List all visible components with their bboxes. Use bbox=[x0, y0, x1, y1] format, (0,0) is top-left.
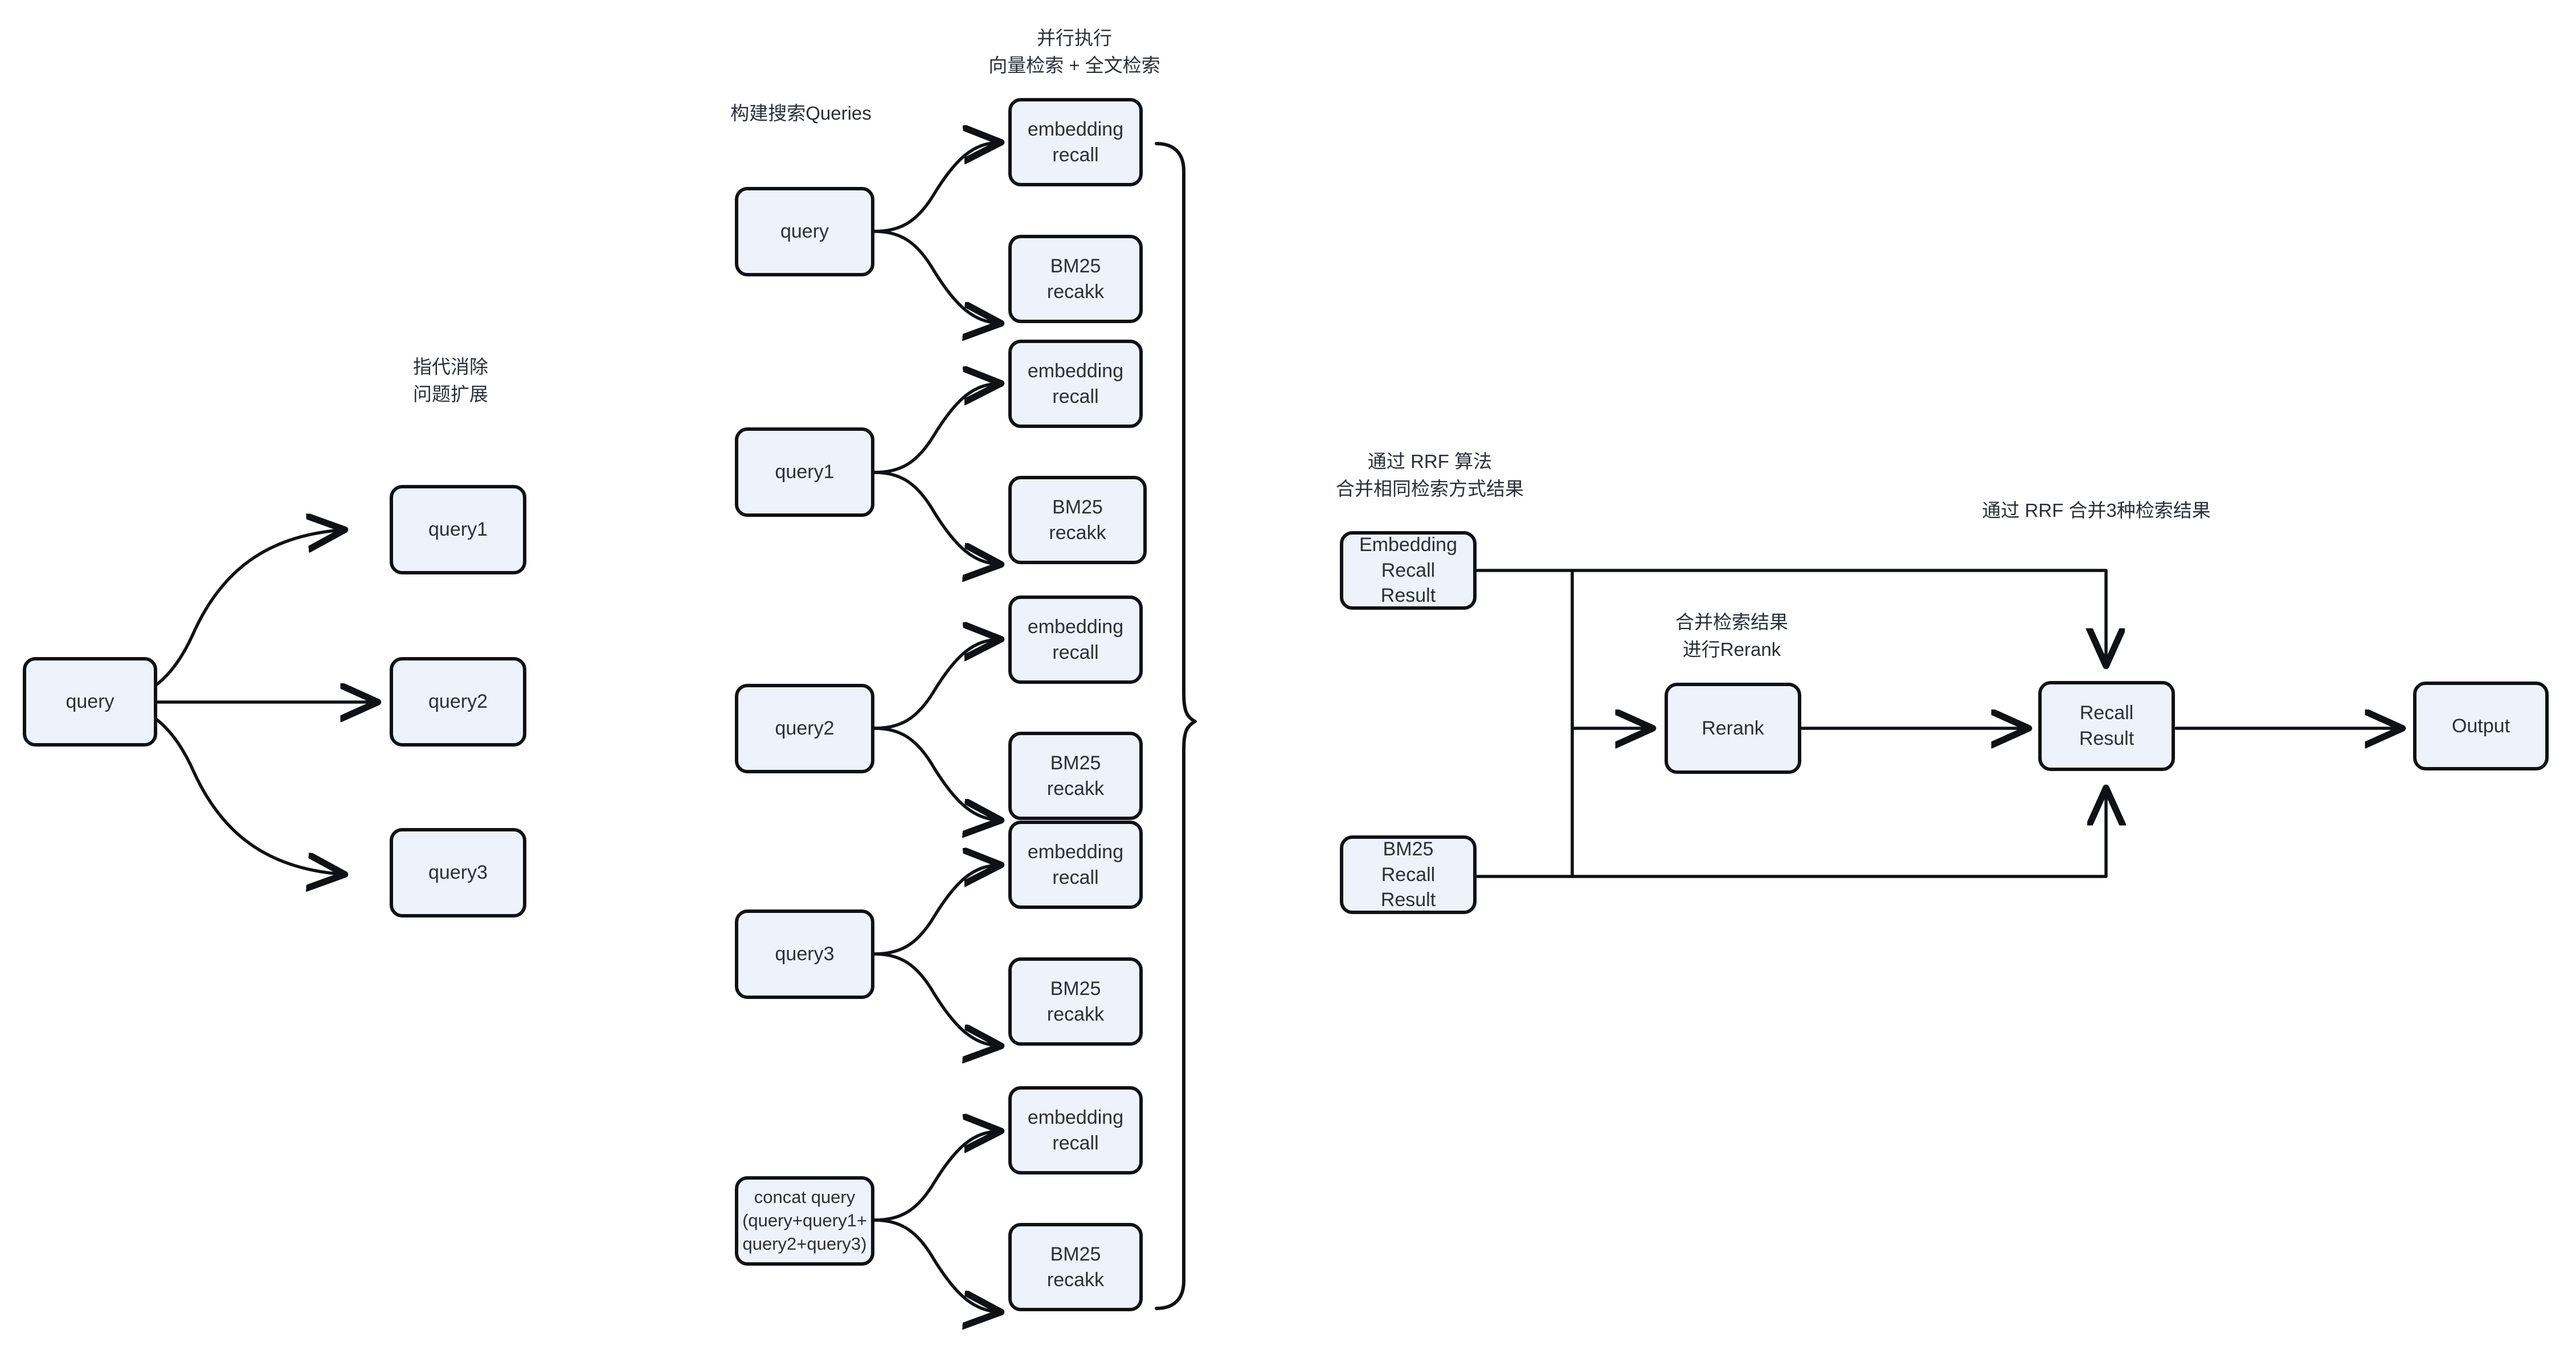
node-stage2-concat-query[interactable]: concat query (query+query1+ query2+query… bbox=[735, 1176, 874, 1266]
caption-rrf-same-method: 通过 RRF 算法 合并相同检索方式结果 bbox=[1336, 451, 1524, 499]
node-bm25-recall-result[interactable]: BM25 Recall Result bbox=[1340, 835, 1477, 914]
node-embedding-recall-row1[interactable]: embedding recall bbox=[1008, 98, 1143, 186]
node-bm25-recall-row4[interactable]: BM25 recakk bbox=[1008, 957, 1143, 1046]
edge-r1-query-to-embedding bbox=[873, 142, 998, 233]
node-rerank[interactable]: Rerank bbox=[1665, 683, 1801, 774]
edge-r4-query3-to-embedding bbox=[873, 865, 998, 956]
edge-r2-query1-to-embedding bbox=[873, 384, 998, 474]
node-stage1-query1[interactable]: query1 bbox=[390, 485, 526, 574]
node-bm25-recall-row3[interactable]: BM25 recakk bbox=[1008, 732, 1143, 820]
caption-rrf-three: 通过 RRF 合并3种检索结果 bbox=[1982, 500, 2211, 521]
group-brace bbox=[1155, 142, 1197, 1310]
node-stage2-query-row1[interactable]: query bbox=[735, 187, 874, 276]
node-embedding-recall-row3[interactable]: embedding recall bbox=[1008, 596, 1143, 684]
node-stage2-query-row3[interactable]: query2 bbox=[735, 684, 874, 773]
edge-r3-query2-to-bm25 bbox=[873, 727, 998, 820]
node-embedding-recall-row4[interactable]: embedding recall bbox=[1008, 821, 1143, 909]
caption-merge-rerank: 合并检索结果 进行Rerank bbox=[1675, 611, 1788, 660]
edge-r2-query1-to-bm25 bbox=[873, 471, 998, 564]
caption-parallel-exec: 并行执行 向量检索 + 全文检索 bbox=[988, 27, 1160, 76]
node-stage1-query[interactable]: query bbox=[23, 657, 157, 747]
edge-r5-concat-to-embedding bbox=[873, 1131, 998, 1222]
node-stage2-query-row2[interactable]: query1 bbox=[735, 427, 874, 517]
node-embedding-recall-result[interactable]: Embedding Recall Result bbox=[1340, 531, 1477, 610]
caption-build-queries: 构建搜索Queries bbox=[730, 103, 872, 124]
edge-r4-query3-to-bm25 bbox=[873, 952, 998, 1046]
node-stage2-query-row4[interactable]: query3 bbox=[735, 910, 874, 999]
node-bm25-recall-row5[interactable]: BM25 recakk bbox=[1008, 1223, 1143, 1311]
node-bm25-recall-row1[interactable]: BM25 recakk bbox=[1008, 235, 1143, 323]
node-stage1-query2[interactable]: query2 bbox=[390, 657, 526, 747]
edge-r3-query2-to-embedding bbox=[873, 639, 998, 730]
edge-r5-concat-to-bm25 bbox=[873, 1218, 998, 1312]
edge-bm25-result-to-recall-result bbox=[1475, 791, 2106, 878]
node-recall-result[interactable]: Recall Result bbox=[2038, 681, 2175, 771]
node-bm25-recall-row2[interactable]: BM25 recakk bbox=[1008, 476, 1147, 564]
node-embedding-recall-row5[interactable]: embedding recall bbox=[1008, 1086, 1143, 1174]
node-embedding-recall-row2[interactable]: embedding recall bbox=[1008, 340, 1143, 428]
edge-r1-query-to-bm25 bbox=[873, 230, 998, 323]
node-stage1-query3[interactable]: query3 bbox=[390, 828, 526, 917]
caption-coref-expand: 指代消除 问题扩展 bbox=[413, 356, 488, 405]
node-output[interactable]: Output bbox=[2413, 682, 2549, 770]
